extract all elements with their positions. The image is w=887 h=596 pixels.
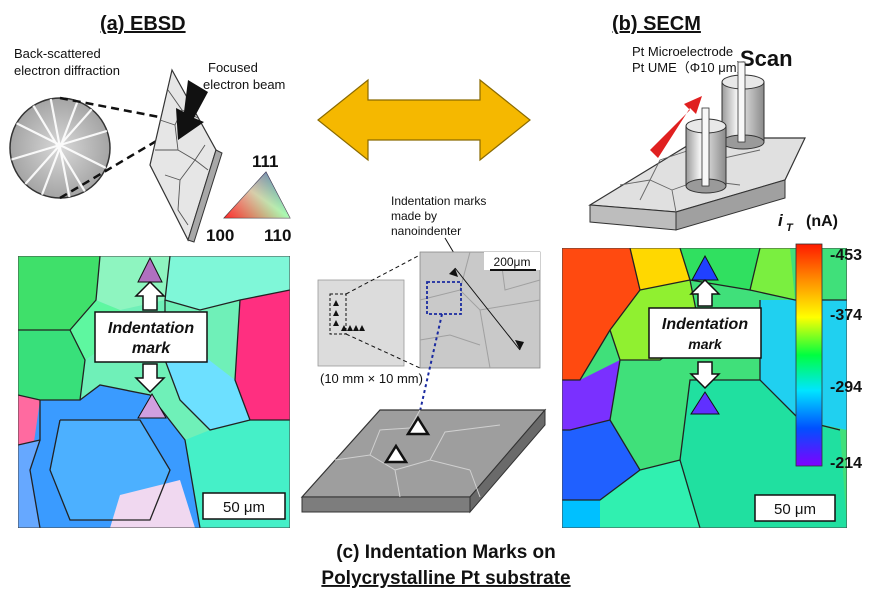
ume-probe-back <box>721 61 765 150</box>
secm-panel: (b) SECM Pt Microelectrode Pt UME（Φ10 μm… <box>562 13 862 528</box>
colorbar-title: i <box>778 211 784 230</box>
beam-label-line1: Focused <box>208 60 258 75</box>
sample-overview: (10 mm × 10 mm) <box>317 254 423 386</box>
caption-line2: Polycrystalline Pt substrate <box>321 568 570 589</box>
ipf-label-100: 100 <box>206 226 234 245</box>
nano-label-line1: Indentation marks <box>391 194 486 208</box>
secm-title: (b) SECM <box>612 13 701 35</box>
scan-direction-arrow <box>650 96 702 158</box>
colorbar-unit: (nA) <box>806 213 838 230</box>
ipf-color-key: 111 100 110 <box>206 152 291 245</box>
ebsd-indentation-callout: Indentation mark <box>94 280 208 394</box>
ebsd-indent-label-line1: Indentation <box>108 320 194 337</box>
nano-label-line2: made by <box>391 209 437 223</box>
colorbar-title-subscript: T <box>786 222 794 234</box>
beam-label-line2: electron beam <box>203 77 285 92</box>
secm-indent-label-line2: mark <box>688 336 723 352</box>
ebsd-indent-label-line2: mark <box>132 340 171 357</box>
current-colorbar: i T (nA) -453 -374 -294 -214 <box>778 211 862 472</box>
nano-label-line3: nanoindenter <box>391 224 461 238</box>
ebsd-specimen-plate <box>149 68 223 243</box>
colorbar-tick-3: -294 <box>830 379 862 396</box>
pt-substrate-block <box>300 408 547 514</box>
scan-label: Scan <box>740 46 793 71</box>
secm-indentation-callout: Indentation mark <box>648 278 762 390</box>
diffraction-label-line1: Back-scattered <box>14 46 101 61</box>
diffraction-label-line2: electron diffraction <box>14 63 120 78</box>
ebsd-scalebar: 50 μm <box>202 492 286 520</box>
ebsd-title: (a) EBSD <box>100 13 186 35</box>
secm-scalebar-label: 50 μm <box>774 501 816 518</box>
ipf-label-111: 111 <box>252 152 279 171</box>
ume-label-line1: Pt Microelectrode <box>632 44 733 59</box>
sem-micrograph: 200μm <box>419 251 541 369</box>
ipf-label-110: 110 <box>264 226 291 245</box>
electron-beam-arrow <box>176 80 208 140</box>
nanoindent-panel: Indentation marks made by nanoindenter (… <box>300 194 571 589</box>
ebsd-panel: (a) EBSD Back-scattered electron diffrac… <box>9 13 291 528</box>
sem-scalebar-label: 200μm <box>494 255 531 269</box>
secm-indent-label-line1: Indentation <box>662 316 748 333</box>
correlation-double-arrow <box>317 78 531 162</box>
colorbar-tick-2: -374 <box>830 307 862 324</box>
sample-size-label: (10 mm × 10 mm) <box>320 371 423 386</box>
ume-label-line2: Pt UME（Φ10 μm） <box>632 60 750 75</box>
colorbar-tick-4: -214 <box>830 455 862 472</box>
ume-probe-front <box>685 107 727 194</box>
colorbar-tick-1: -453 <box>830 247 862 264</box>
ebsd-scalebar-label: 50 μm <box>223 499 265 516</box>
caption-line1: (c) Indentation Marks on <box>336 542 556 563</box>
secm-scalebar: 50 μm <box>754 494 836 522</box>
kikuchi-pattern-disk <box>9 96 176 200</box>
